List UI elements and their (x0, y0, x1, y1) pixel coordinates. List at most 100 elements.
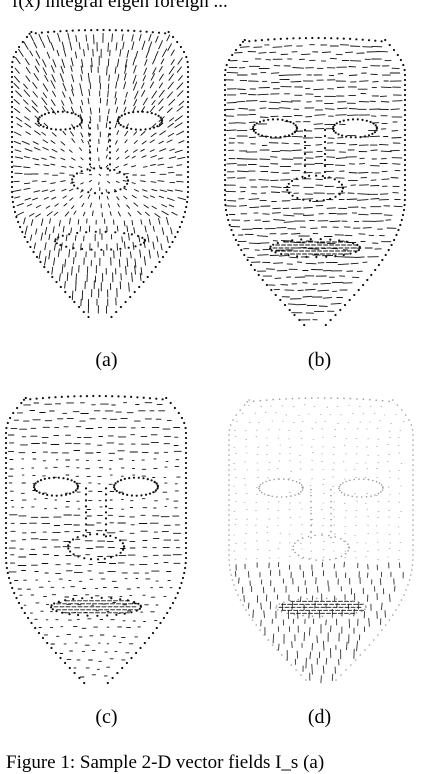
field-vector (27, 204, 32, 206)
field-vector (55, 204, 58, 206)
feature-contour-dot (261, 135, 263, 137)
feature-contour-dot (36, 398, 38, 400)
feature-contour-dot (262, 482, 264, 484)
field-vector (316, 157, 323, 158)
feature-contour-dot (149, 128, 151, 130)
feature-contour-dot (57, 111, 59, 113)
feature-contour-dot (311, 397, 313, 399)
feature-contour-dot (352, 600, 354, 602)
field-vector (34, 74, 39, 81)
feature-contour-dot (11, 587, 13, 589)
field-vector (162, 228, 164, 235)
feature-contour-dot (228, 544, 230, 546)
field-vector (39, 34, 42, 41)
feature-contour-dot (265, 481, 267, 483)
feature-contour-dot (73, 395, 75, 397)
feature-contour-dot (391, 244, 393, 246)
feature-contour-dot (404, 124, 406, 126)
feature-contour-dot (58, 601, 60, 603)
field-vector (393, 164, 400, 165)
field-vector (159, 83, 162, 88)
feature-contour-dot (267, 39, 269, 41)
field-vector (25, 198, 31, 200)
feature-contour-dot (137, 111, 139, 113)
feature-contour-dot (228, 454, 230, 456)
feature-contour-dot (274, 251, 276, 253)
feature-contour-dot (36, 256, 38, 258)
field-vector (314, 89, 324, 90)
feature-contour-dot (237, 594, 239, 596)
feature-contour-dot (11, 176, 13, 178)
feature-contour-dot (324, 397, 326, 399)
feature-contour-dot (81, 170, 83, 172)
feature-contour-dot (66, 111, 68, 113)
feature-contour-dot (228, 549, 230, 551)
field-vector (135, 91, 138, 98)
feature-contour-dot (163, 617, 165, 619)
feature-contour-dot (85, 529, 87, 531)
feature-contour-dot (256, 122, 258, 124)
feature-contour-dot (324, 177, 326, 179)
field-vector (136, 51, 138, 58)
feature-contour-dot (118, 122, 120, 124)
feature-contour-dot (181, 221, 183, 223)
feature-contour-dot (305, 256, 307, 258)
feature-contour-dot (297, 599, 299, 601)
feature-contour-dot (111, 395, 113, 397)
feature-contour-dot (85, 511, 87, 513)
field-vector (348, 115, 358, 116)
feature-contour-dot (5, 447, 7, 449)
feature-contour-dot (18, 46, 20, 48)
feature-contour-dot (128, 247, 130, 249)
feature-contour-dot (180, 46, 182, 48)
feature-contour-dot (71, 178, 73, 180)
feature-contour-dot (310, 507, 312, 509)
feature-contour-dot (412, 524, 414, 526)
field-vector (106, 155, 107, 158)
feature-contour-dot (397, 404, 399, 406)
feature-contour-dot (30, 31, 32, 33)
feature-contour-dot (382, 400, 384, 402)
feature-contour-dot (11, 71, 13, 73)
field-vector (127, 51, 129, 58)
feature-contour-dot (30, 622, 32, 624)
feature-contour-dot (5, 427, 7, 429)
field-vector (58, 249, 59, 257)
field-vector (72, 291, 73, 300)
field-vector (122, 34, 123, 40)
feature-contour-dot (58, 477, 60, 479)
feature-contour-dot (330, 513, 332, 515)
feature-contour-dot (75, 489, 77, 491)
feature-contour-dot (105, 395, 107, 397)
feature-contour-dot (228, 539, 230, 541)
field-vector (150, 150, 154, 152)
feature-contour-dot (404, 109, 406, 111)
field-vector (258, 94, 268, 95)
field-vector (74, 211, 76, 214)
feature-contour-dot (224, 179, 226, 181)
feature-contour-dot (296, 481, 298, 483)
field-vector (51, 66, 54, 73)
feature-contour-dot (227, 219, 229, 221)
field-vector (124, 221, 125, 226)
feature-contour-dot (330, 519, 332, 521)
feature-contour-dot (51, 276, 53, 278)
face-panel-b: (b) (213, 0, 426, 384)
feature-contour-dot (48, 112, 50, 114)
field-vector (24, 100, 29, 105)
field-vector (143, 98, 147, 105)
field-vector (35, 66, 39, 72)
field-vector (107, 116, 108, 121)
field-vector (25, 117, 30, 121)
feature-contour-dot (159, 622, 161, 624)
feature-contour-dot (90, 558, 92, 560)
feature-contour-dot (55, 281, 57, 283)
field-vector (371, 199, 379, 200)
feature-contour-dot (334, 314, 336, 316)
field-vector (24, 84, 28, 89)
feature-contour-dot (177, 592, 179, 594)
feature-contour-dot (24, 236, 26, 238)
feature-contour-dot (73, 127, 75, 129)
panel-label-c: (c) (0, 706, 213, 729)
feature-contour-dot (347, 543, 349, 545)
